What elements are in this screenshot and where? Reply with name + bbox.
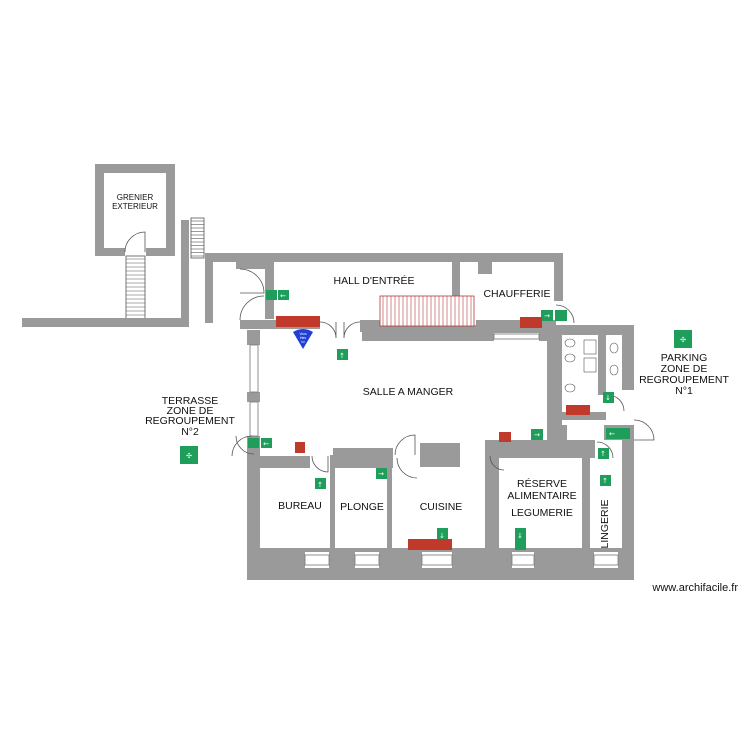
room-label-grenier-1: GRENIER bbox=[117, 193, 154, 202]
doors bbox=[231, 268, 655, 479]
marker-line-1: Vous bbox=[299, 332, 306, 336]
svg-text:→: → bbox=[544, 312, 550, 320]
svg-text:←: ← bbox=[263, 440, 269, 448]
exterior-walls bbox=[22, 220, 634, 580]
svg-text:✣: ✣ bbox=[186, 452, 192, 460]
zone-terrasse-3: REGROUPEMENT bbox=[145, 415, 235, 427]
window-openings bbox=[236, 333, 618, 568]
marker-line-2: êtes bbox=[300, 336, 306, 340]
grenier-door bbox=[124, 231, 146, 253]
room-label-plonge: PLONGE bbox=[340, 501, 384, 513]
svg-text:↑: ↑ bbox=[600, 450, 606, 458]
window-lines bbox=[249, 333, 619, 566]
hall-stair bbox=[379, 295, 475, 327]
you-are-here-icon: Vous êtes ici bbox=[293, 329, 313, 349]
marker-line-3: ici bbox=[301, 340, 304, 344]
zone-terrasse-2: ZONE DE bbox=[167, 405, 214, 417]
svg-text:↑: ↑ bbox=[602, 477, 608, 485]
assembly-point-icon: ✣ bbox=[674, 330, 692, 348]
room-label-lingerie: LINGERIE bbox=[599, 499, 611, 548]
svg-text:→: → bbox=[534, 431, 540, 439]
room-label-reserve-1: RÉSERVE bbox=[517, 477, 567, 490]
svg-text:↑: ↑ bbox=[339, 352, 345, 360]
assembly-point-icon: ✣ bbox=[180, 446, 198, 464]
exit-arrow-icon: ← ↑ → → ← ↓ ↑ ← ↑ → ↓ ↓ ↑ bbox=[263, 292, 615, 540]
svg-text:↑: ↑ bbox=[317, 481, 323, 489]
room-label-bureau: BUREAU bbox=[278, 500, 322, 512]
toilet-icon bbox=[564, 338, 619, 393]
zone-terrasse-4: N°2 bbox=[181, 426, 199, 438]
svg-text:↓: ↓ bbox=[605, 394, 611, 402]
zone-parking-1: PARKING bbox=[661, 352, 707, 364]
room-label-grenier-2: EXTERIEUR bbox=[112, 202, 158, 211]
svg-text:↓: ↓ bbox=[439, 532, 445, 540]
room-label-hall: HALL D'ENTRÉE bbox=[334, 274, 415, 287]
fire-equipment-icon bbox=[276, 316, 590, 550]
svg-text:↓: ↓ bbox=[517, 532, 523, 540]
svg-text:✣: ✣ bbox=[680, 336, 686, 344]
zone-parking-3: REGROUPEMENT bbox=[639, 374, 729, 386]
svg-text:←: ← bbox=[609, 430, 615, 438]
watermark: www.archifacile.fr bbox=[651, 582, 738, 594]
grenier-walls bbox=[95, 164, 175, 256]
exterior-stair bbox=[190, 217, 205, 259]
svg-text:←: ← bbox=[280, 292, 286, 300]
zone-terrasse-1: TERRASSE bbox=[162, 395, 219, 407]
zone-parking-4: N°1 bbox=[675, 385, 693, 397]
room-label-reserve-3: LEGUMERIE bbox=[511, 507, 573, 519]
room-label-salle: SALLE A MANGER bbox=[363, 386, 454, 398]
grenier-stair bbox=[125, 255, 146, 327]
room-label-reserve-2: ALIMENTAIRE bbox=[507, 490, 576, 502]
room-label-cuisine: CUISINE bbox=[420, 501, 463, 513]
svg-text:→: → bbox=[378, 470, 384, 478]
zone-parking-2: ZONE DE bbox=[661, 363, 708, 375]
room-label-chaufferie: CHAUFFERIE bbox=[483, 288, 550, 300]
